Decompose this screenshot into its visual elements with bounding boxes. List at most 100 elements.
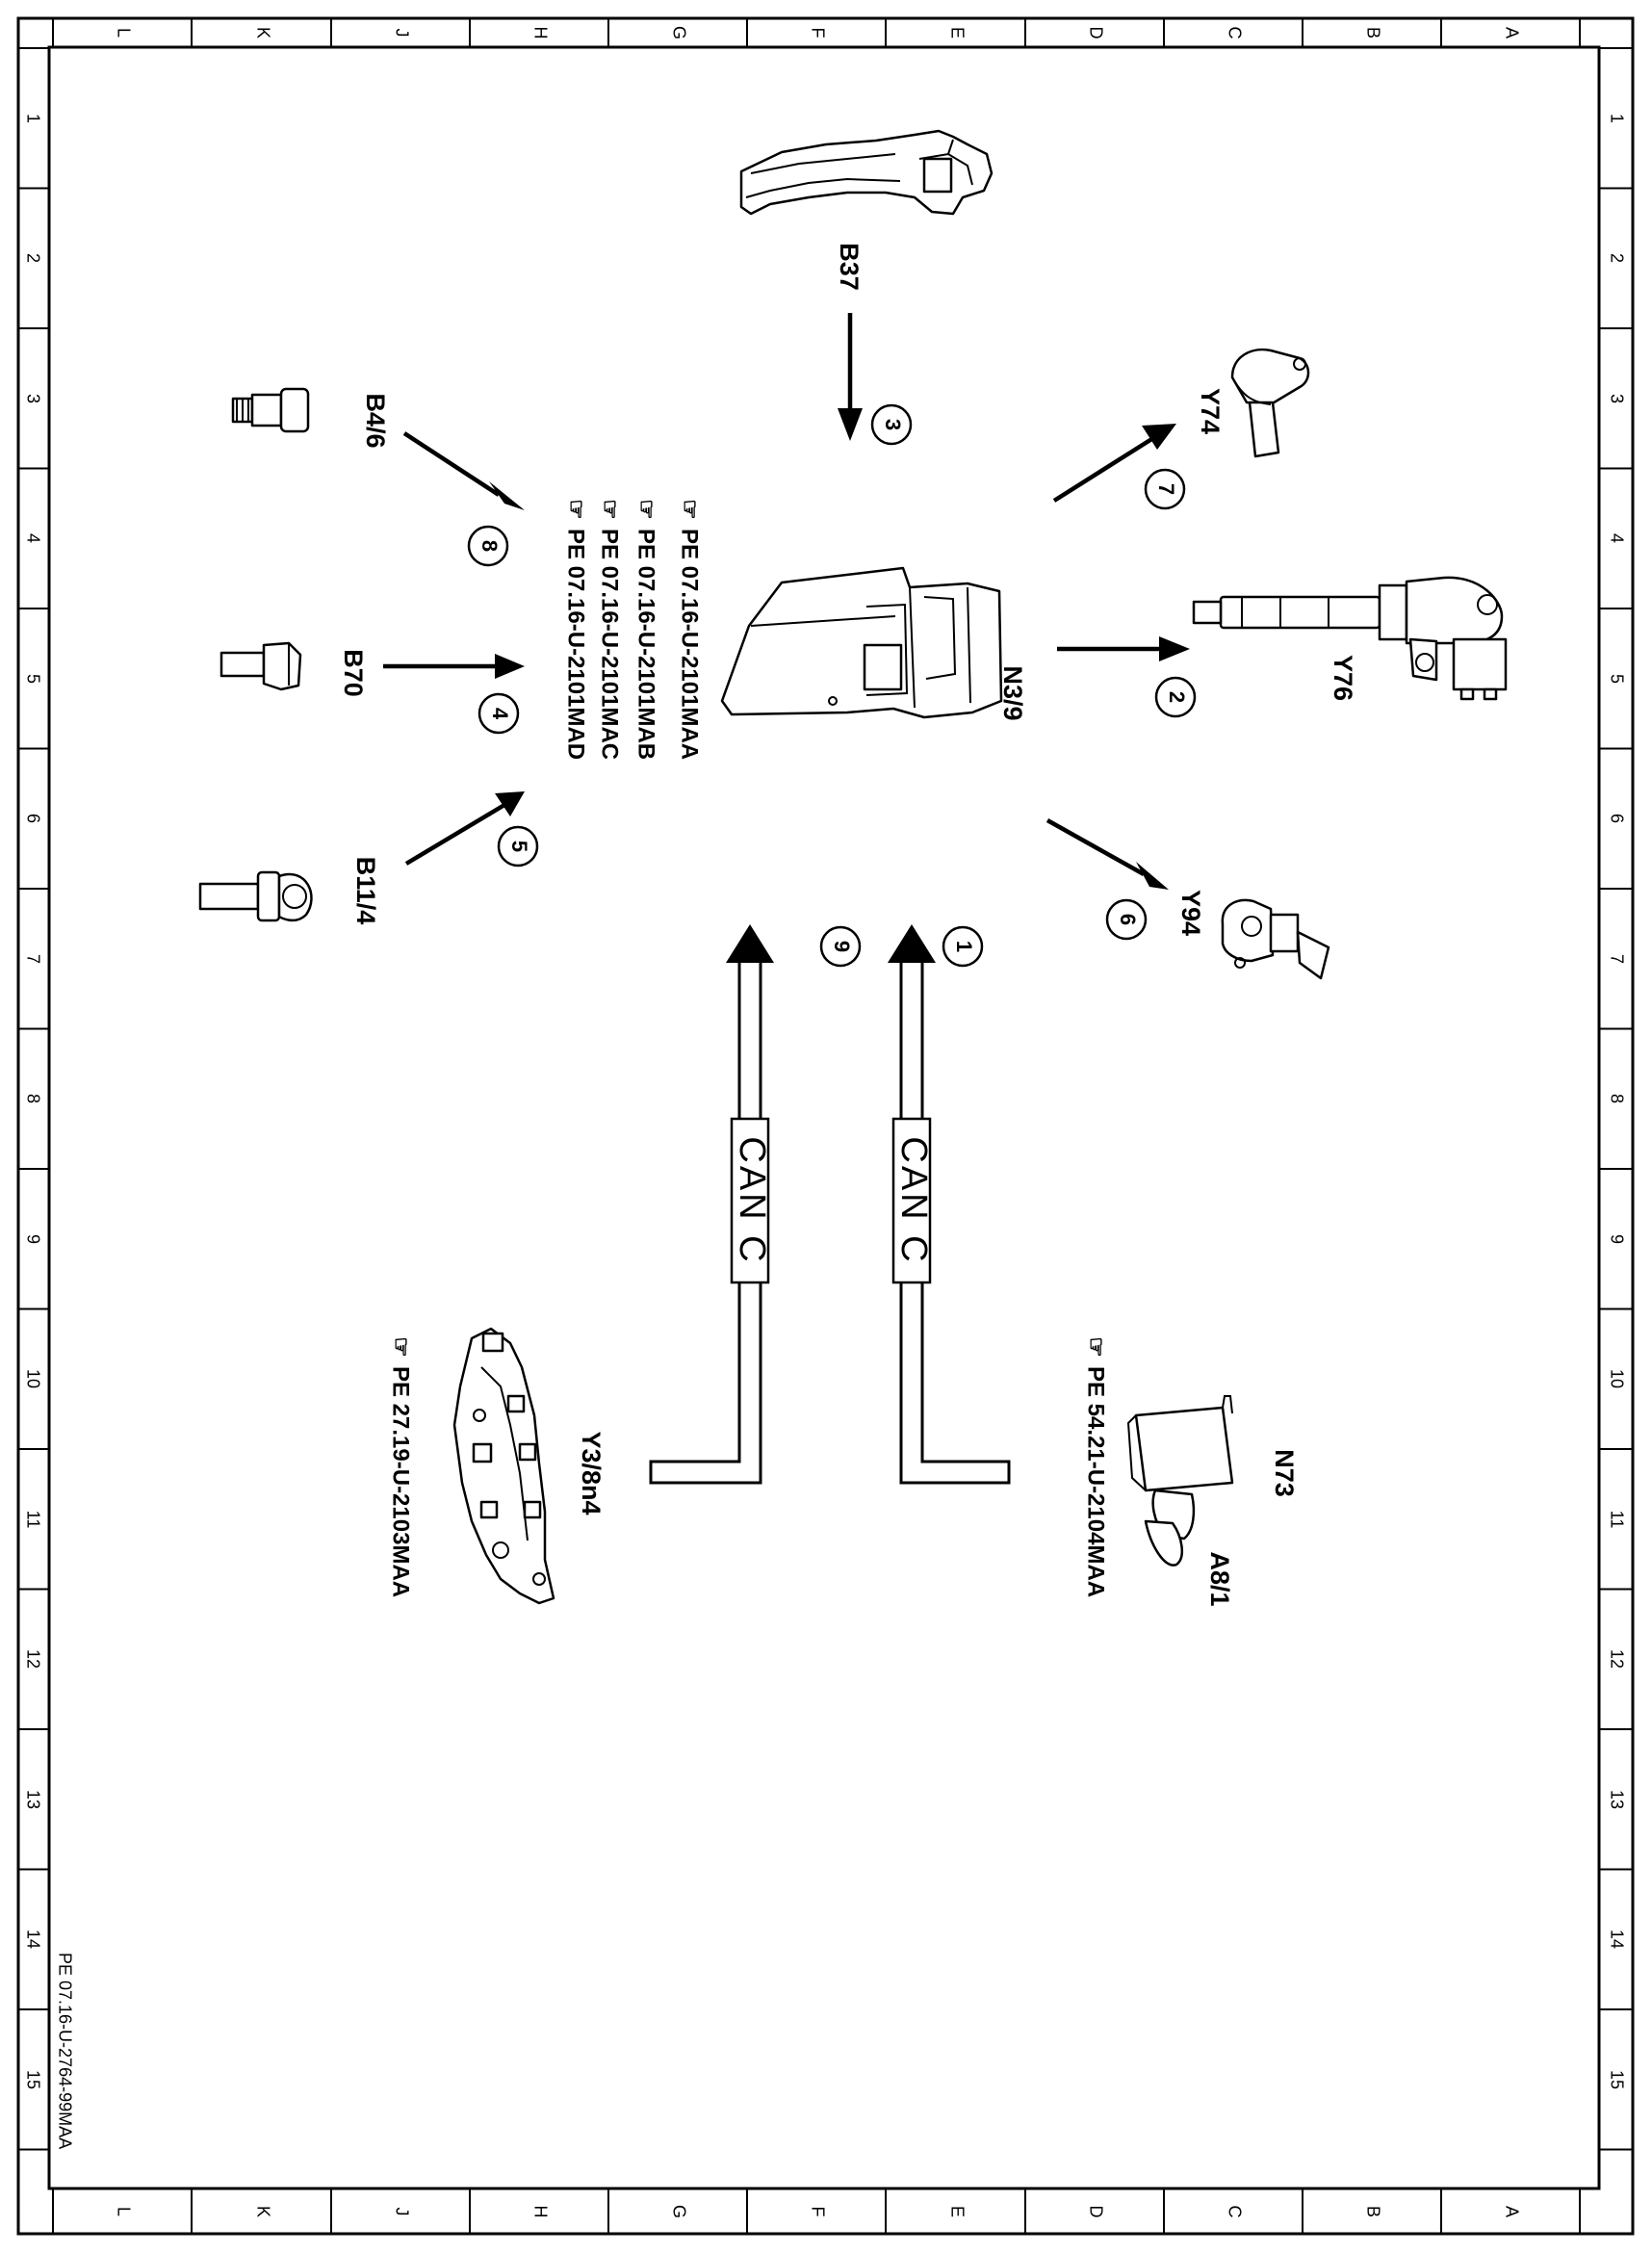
grid-row-label: 1 [23, 114, 42, 123]
component-y3-8n4-module [452, 1327, 555, 1605]
connection-1: 1 [942, 925, 984, 968]
grid-rows-right: 1 2 3 4 5 6 7 8 9 10 11 12 13 14 15 [1607, 114, 1626, 2089]
connection-3: 3 [870, 403, 913, 446]
label-n73: N73 [1270, 1449, 1299, 1497]
grid-col-label: D [1086, 27, 1105, 39]
grid-columns-top: L K J H G F E D C B A [114, 26, 1521, 39]
can-label: CAN C [893, 1136, 934, 1264]
reference-text: PE 54.21-U-2104MAA [1083, 1366, 1109, 1597]
arrows [383, 313, 1190, 890]
reference-text: PE 07.16-U-2101MAA [677, 529, 703, 760]
reference-text: PE 07.16-U-2101MAD [563, 529, 589, 760]
svg-text:6: 6 [1116, 914, 1140, 925]
reference-text: PE 07.16-U-2101MAB [633, 529, 659, 760]
connection-5: 5 [497, 825, 539, 868]
svg-text:1: 1 [952, 941, 976, 952]
label-y74: Y74 [1196, 388, 1225, 434]
component-labels: B37 N3/9 B4/6 B70 B11/4 Y74 Y76 Y94 Y3/8… [339, 243, 1357, 1606]
inner-frame [47, 45, 1601, 2190]
grid-row-label: 6 [1607, 814, 1626, 823]
grid-row-label: 11 [1607, 1511, 1626, 1529]
can-label-box [891, 1117, 932, 1284]
grid-row-label: 6 [23, 814, 42, 823]
grid-row-label: 13 [23, 1790, 42, 1809]
grid-row-label: 12 [23, 1649, 42, 1669]
component-b37-pedal [739, 129, 994, 216]
connection-7: 7 [1144, 468, 1186, 510]
grid-row-label: 2 [23, 253, 42, 263]
connection-markers: 1 2 3 4 5 6 7 8 [467, 403, 1197, 968]
document-id: PE 07.16-U-2764-99MAA [55, 1953, 74, 2149]
component-b70-sensor [219, 641, 302, 691]
can-label: CAN C [732, 1136, 772, 1264]
grid-col-label: J [392, 29, 411, 38]
can-label-box [730, 1117, 770, 1284]
svg-text:8: 8 [478, 540, 502, 552]
grid-col-label: A [1502, 2206, 1521, 2217]
grid-col-label: F [808, 28, 827, 39]
grid-row-label: 5 [23, 674, 42, 684]
grid-col-label: H [530, 2206, 550, 2218]
label-b37: B37 [835, 243, 864, 291]
grid-row-label: 10 [1607, 1369, 1626, 1388]
grid-row-label: 1 [1607, 114, 1626, 123]
label-y94: Y94 [1176, 890, 1205, 936]
n3-9-references: ☞ PE 07.16-U-2101MAA ☞ PE 07.16-U-2101MA… [563, 499, 703, 760]
reference-n3-9-a: ☞ PE 07.16-U-2101MAA [677, 499, 703, 760]
grid-col-label: B [1363, 27, 1382, 39]
grid-col-label: H [530, 27, 550, 39]
label-y3-8n4: Y3/8n4 [577, 1431, 606, 1515]
grid-row-label: 15 [1607, 2070, 1626, 2089]
label-n3-9: N3/9 [998, 665, 1027, 720]
grid-col-label: E [947, 2206, 967, 2217]
label-b11-4: B11/4 [351, 857, 380, 925]
grid-col-label: E [947, 27, 967, 39]
component-b11-4-sensor [198, 870, 313, 922]
grid-row-label: 11 [23, 1511, 42, 1529]
grid-columns-bottom: L K J H G F E D C B A [114, 2205, 1521, 2218]
component-b4-6-sensor [231, 387, 310, 433]
grid-row-label: 14 [1607, 1929, 1626, 1949]
label-b70: B70 [339, 649, 368, 697]
grid-row-label: 14 [23, 1929, 42, 1949]
svg-text:9: 9 [830, 941, 854, 952]
hand-icon: ☞ [677, 499, 703, 520]
grid-row-label: 13 [1607, 1790, 1626, 1809]
component-n3-9-control-unit [720, 566, 1003, 719]
svg-text:3: 3 [881, 419, 905, 430]
component-n73-ignition-switch [1126, 1395, 1234, 1567]
grid-col-label: L [114, 2207, 133, 2216]
svg-text:7: 7 [1154, 483, 1178, 495]
reference-text: PE 07.16-U-2101MAC [597, 529, 623, 760]
svg-text:5: 5 [507, 841, 531, 852]
svg-text:4: 4 [488, 708, 512, 720]
arrow-6 [1045, 818, 1146, 876]
hand-icon: ☞ [563, 499, 589, 520]
component-y94-valve [1221, 898, 1330, 980]
hand-icon: ☞ [633, 499, 659, 520]
grid-row-label: 8 [23, 1094, 42, 1103]
grid-ticks [18, 18, 1633, 2234]
grid-row-label: 7 [1607, 954, 1626, 964]
reference-text: PE 27.19-U-2103MAA [388, 1366, 414, 1597]
grid-row-label: 10 [23, 1369, 42, 1388]
connection-4: 4 [478, 692, 520, 735]
grid-col-label: J [392, 2208, 411, 2216]
connection-6: 6 [1105, 898, 1148, 941]
grid-row-label: 4 [23, 533, 42, 543]
grid-col-label: F [808, 2207, 827, 2217]
hand-icon: ☞ [388, 1336, 414, 1358]
grid-row-label: 4 [1607, 533, 1626, 543]
grid-col-label: D [1086, 2206, 1105, 2218]
grid-row-label: 7 [23, 954, 42, 964]
grid-row-label: 2 [1607, 253, 1626, 263]
reference-n73: ☞ PE 54.21-U-2104MAA [1083, 1336, 1109, 1597]
reference-n3-9-d: ☞ PE 07.16-U-2101MAD [563, 499, 589, 760]
can-bus-right: CAN C [888, 924, 1011, 1485]
arrow-5 [404, 803, 506, 866]
grid-row-label: 9 [1607, 1234, 1626, 1244]
grid-row-label: 3 [23, 394, 42, 403]
connection-8: 8 [467, 525, 509, 567]
component-y74-valve [1230, 348, 1310, 458]
grid-col-label: A [1502, 27, 1521, 39]
